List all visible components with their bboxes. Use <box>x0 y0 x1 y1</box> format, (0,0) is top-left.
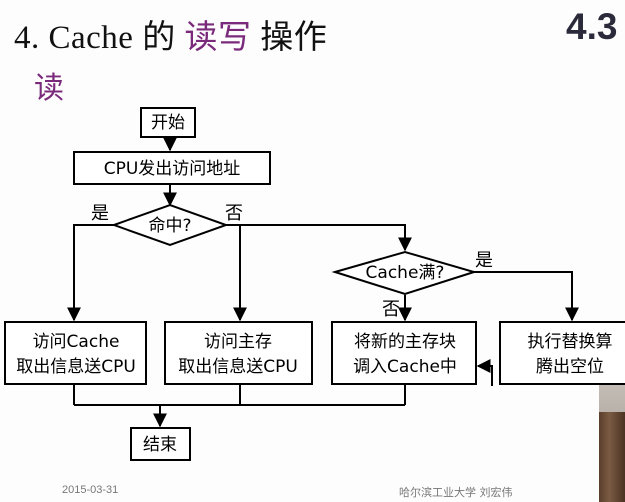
hit-no-label: 否 <box>225 203 243 224</box>
title-prefix: 4. Cache 的 <box>14 20 176 56</box>
hit-yes-arrow <box>67 224 114 322</box>
full-yes-label: 是 <box>475 250 493 271</box>
issue-address-box <box>73 151 271 185</box>
load-block-line2: 调入Cache中 <box>353 357 457 377</box>
title-accent: 读写 <box>184 20 252 56</box>
replace-line1: 执行替换算 <box>528 332 613 352</box>
cache-full-label: Cache满? <box>366 263 445 283</box>
load-block-line1: 将新的主存块 <box>354 332 456 352</box>
title-suffix: 操作 <box>260 20 328 56</box>
access-cache-line2: 取出信息送CPU <box>16 357 136 377</box>
footer-organization: 哈尔滨工业大学 刘宏伟 <box>399 486 513 499</box>
end-box <box>130 427 191 461</box>
access-memory-line1: 访问主存 <box>204 332 272 352</box>
replace-to-load-arrow <box>476 359 493 386</box>
section-number: 4.3 <box>566 6 618 47</box>
load-block-box <box>331 321 477 385</box>
access-cache-box <box>4 321 147 385</box>
replace-box <box>499 321 625 385</box>
hit-decision-diamond <box>111 203 229 247</box>
hit-no-arrow <box>226 224 247 322</box>
slide-subtitle: 读 <box>34 71 64 106</box>
start-box <box>140 107 196 138</box>
to-cache-full-arrow <box>240 224 412 252</box>
access-memory-box <box>164 321 313 385</box>
replace-line2: 腾出空位 <box>536 357 604 377</box>
hit-decision-label: 命中? <box>148 216 191 236</box>
start-label: 开始 <box>151 113 185 133</box>
access-cache-line1: 访问Cache <box>33 332 120 352</box>
issue-address-label: CPU发出访问地址 <box>104 159 241 179</box>
access-memory-line2: 取出信息送CPU <box>178 357 298 377</box>
slide-title: 4. Cache 的 读写 操作 <box>14 10 327 58</box>
full-no-label: 否 <box>382 299 400 320</box>
end-label: 结束 <box>143 435 177 455</box>
footer-date: 2015-03-31 <box>62 484 119 496</box>
full-yes-arrow <box>474 271 579 322</box>
cache-full-diamond <box>331 250 478 296</box>
hit-yes-label: 是 <box>91 203 109 224</box>
